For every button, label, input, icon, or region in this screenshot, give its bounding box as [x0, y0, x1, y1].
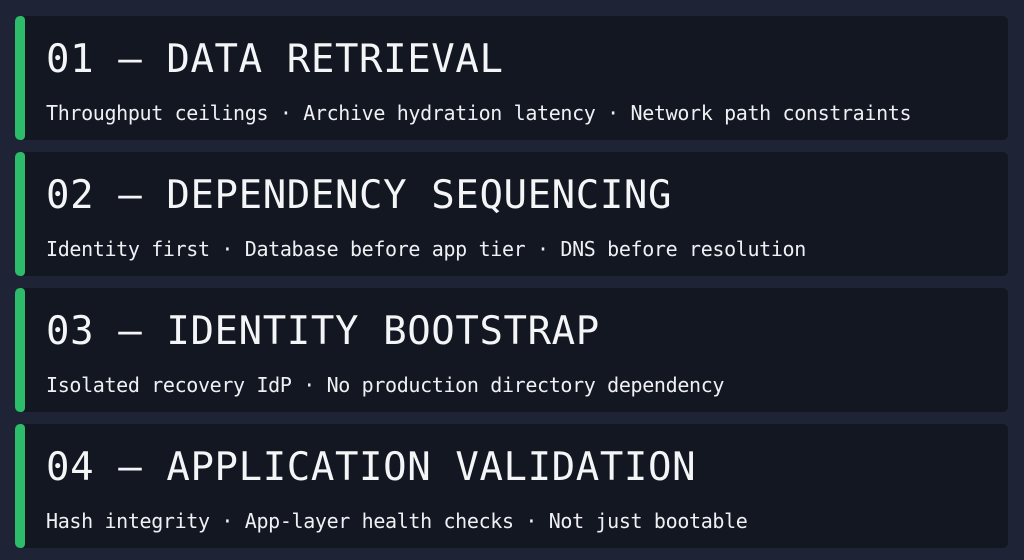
accent-bar — [15, 424, 25, 548]
accent-bar — [15, 288, 25, 412]
accent-bar — [15, 152, 25, 276]
card-subtitle: Throughput ceilings · Archive hydration … — [46, 101, 912, 125]
phase-card-identity-bootstrap: 03 — IDENTITY BOOTSTRAP Isolated recover… — [15, 288, 1008, 412]
card-title: 04 — APPLICATION VALIDATION — [46, 445, 697, 490]
card-subtitle: Hash integrity · App-layer health checks… — [46, 509, 748, 533]
phase-card-list: 01 — DATA RETRIEVAL Throughput ceilings … — [15, 16, 1008, 560]
card-title: 03 — IDENTITY BOOTSTRAP — [46, 309, 600, 354]
phase-card-application-validation: 04 — APPLICATION VALIDATION Hash integri… — [15, 424, 1008, 548]
accent-bar — [15, 16, 25, 140]
card-title: 01 — DATA RETRIEVAL — [46, 37, 504, 82]
card-title: 02 — DEPENDENCY SEQUENCING — [46, 173, 673, 218]
card-subtitle: Isolated recovery IdP · No production di… — [46, 373, 725, 397]
phase-card-dependency-sequencing: 02 — DEPENDENCY SEQUENCING Identity firs… — [15, 152, 1008, 276]
card-subtitle: Identity first · Database before app tie… — [46, 237, 806, 261]
phase-card-data-retrieval: 01 — DATA RETRIEVAL Throughput ceilings … — [15, 16, 1008, 140]
